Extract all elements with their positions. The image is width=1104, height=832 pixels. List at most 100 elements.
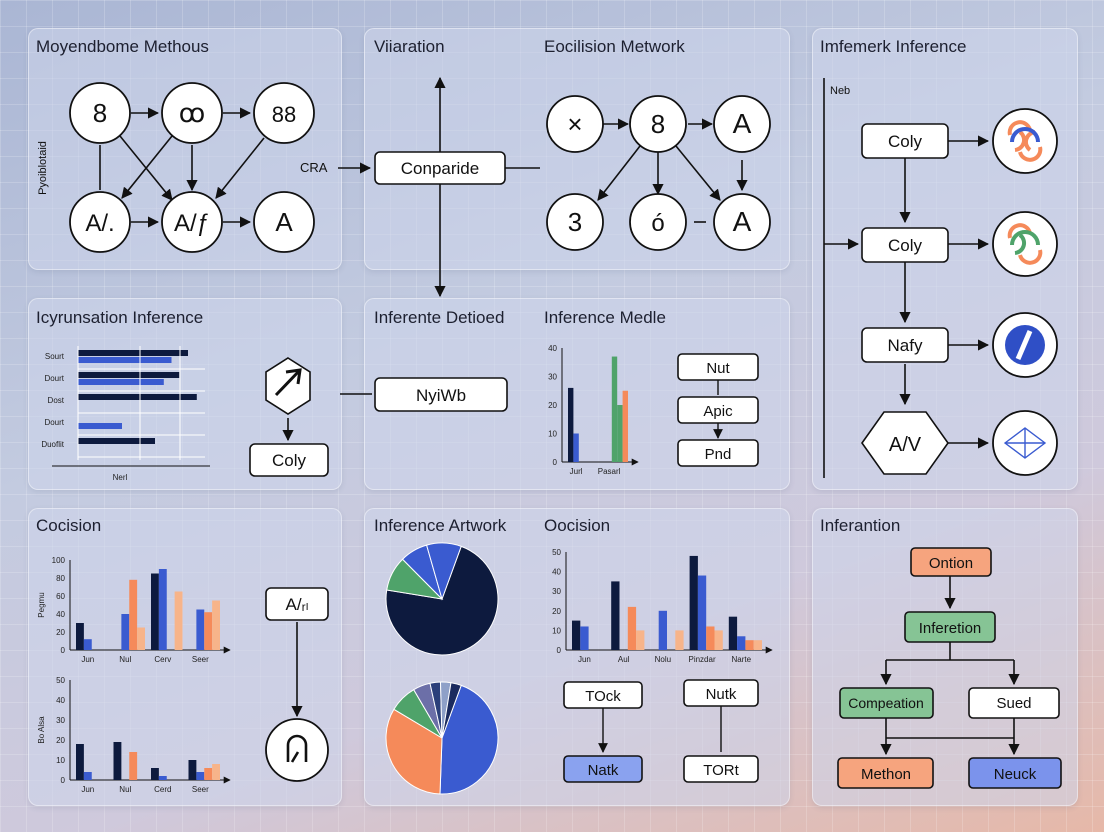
nyiwb-box-label: NyiWb [416,386,466,405]
tree-node[interactable] [968,687,1060,719]
node-label: A [733,108,752,139]
flow-box[interactable] [861,123,949,159]
bar [78,438,155,444]
node-label: 3 [568,207,582,237]
bar [78,423,122,429]
tree-node-label: Ontion [929,555,973,572]
bar [204,768,213,780]
nyiwb-box[interactable] [374,377,508,412]
tree-node-label: Sued [996,695,1031,712]
flow-box[interactable] [861,327,949,363]
network-node [253,82,315,144]
bar [151,573,159,650]
bar [76,744,84,780]
bar [188,760,197,780]
swirl-logos [992,108,1058,476]
network-node [69,82,131,144]
tick-label: 40 [56,696,65,705]
tick-label: Duoflit [41,440,64,449]
bar [697,575,707,650]
bar [78,394,197,400]
tick-label: Jun [81,785,94,794]
axis-label: Nerl [113,473,128,482]
flow-diamond[interactable] [861,411,949,475]
tick-label: 40 [552,568,561,577]
network-node [713,193,771,251]
network-node [546,95,604,153]
tick-label: Dourt [44,418,64,427]
bar [158,776,167,780]
hex-icon [265,357,311,415]
network-node [546,193,604,251]
network-node [161,82,223,144]
bar [675,630,684,650]
tree-node[interactable] [904,611,996,643]
flow-box-label: Coly [888,236,923,255]
node-label: 8 [93,98,107,128]
tick-label: 40 [56,610,65,619]
node-label: 88 [272,102,296,127]
bar [113,742,122,780]
tick-label: 50 [56,676,65,685]
tick-label: Jun [81,655,94,664]
tick-label: 0 [553,458,558,467]
node-label: × [567,109,582,139]
coly-box[interactable] [249,443,329,477]
bar [196,609,205,650]
flow-box[interactable] [563,755,643,783]
bar [78,379,164,385]
bar [121,614,130,650]
pie-chart-top [385,542,499,656]
tick-label: 20 [552,607,561,616]
node-label: ꝏ [179,98,205,128]
compare-box[interactable] [374,151,506,185]
node-label: A [733,206,752,237]
bar [174,591,183,650]
panel-title: Eocilision Metwork [544,37,685,56]
network-node [629,193,687,251]
tick-label: Pinzdar [688,655,715,664]
tree-node[interactable] [837,757,934,789]
tree-node-label: Compeation [848,695,924,711]
tick-label: 40 [548,344,557,353]
pie-slice [439,684,499,795]
tick-label: 0 [61,646,66,655]
bar [137,627,145,650]
bar [151,768,159,780]
panel-title: Icyrunsation Inference [36,308,204,327]
tick-label: Cerd [154,785,171,794]
tick-label: Cerv [154,655,171,664]
side-label: Neb [830,85,850,97]
tree-node[interactable] [968,757,1062,789]
compare-box-label: Conparide [401,159,479,178]
bar [572,620,581,650]
bar [636,630,645,650]
bar [129,579,138,650]
tick-label: 10 [548,430,557,439]
panel-title: Moyendbome Methous [36,37,209,56]
tick-label: 10 [552,626,561,635]
tick-label: Aul [618,655,630,664]
node-group-p1: 8 ꝏ 88 A/. A/ƒ A [69,82,315,253]
tick-label: Seer [192,785,209,794]
flow-box[interactable] [861,227,949,263]
tree-node[interactable] [910,547,992,577]
flow-box[interactable] [677,439,759,467]
panel-title: Inference Artwork [374,516,507,535]
panel-title: Inferente Detioed [374,308,505,327]
tick-label: 30 [548,373,557,382]
pie-chart-bottom [385,681,499,795]
pie-slice [441,682,462,739]
bar [753,640,762,650]
panel-title: Oocision [544,516,611,535]
bar [611,356,618,462]
tick-label: Nul [119,655,131,664]
tree-node[interactable] [839,687,934,719]
bar [129,752,138,780]
flow-box[interactable] [683,755,759,783]
ar-box[interactable] [265,587,329,621]
tick-label: 60 [56,592,65,601]
tick-label: Pasarl [598,467,621,476]
